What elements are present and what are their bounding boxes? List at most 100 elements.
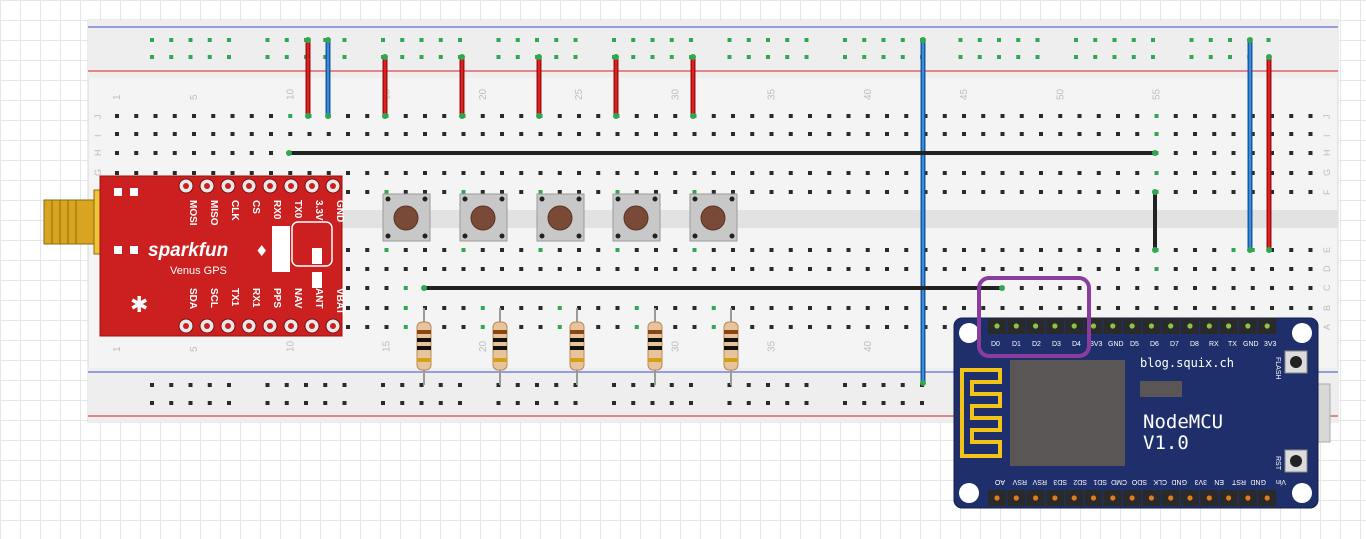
gps-model-label: Venus GPS bbox=[170, 265, 227, 277]
breadboard-hole bbox=[1270, 267, 1274, 271]
nodemcu-pin-label: D3 bbox=[1052, 341, 1061, 348]
nodemcu-pin bbox=[1245, 495, 1251, 501]
breadboard-hole bbox=[442, 267, 447, 271]
rail-hole bbox=[381, 38, 385, 42]
breadboard-hole bbox=[846, 132, 851, 136]
nodemcu-pin-label: TX bbox=[1228, 341, 1237, 348]
breadboard-hole bbox=[1135, 286, 1140, 290]
rail-hole bbox=[438, 383, 443, 387]
breadboard-hole bbox=[750, 171, 755, 175]
breadboard-hole bbox=[577, 171, 581, 175]
gps-pin-label: SDA bbox=[187, 288, 198, 309]
nodemcu-pin-label: RX bbox=[1209, 341, 1219, 348]
breadboard-hole bbox=[673, 171, 678, 175]
rail-hole bbox=[669, 401, 674, 405]
rail-hole bbox=[535, 401, 539, 405]
breadboard-hole bbox=[634, 325, 639, 329]
breadboard-hole bbox=[480, 325, 485, 329]
breadboard-hole bbox=[346, 286, 350, 290]
breadboard-hole bbox=[519, 248, 524, 252]
rail-hole bbox=[573, 55, 578, 59]
rail-hole bbox=[207, 55, 212, 59]
breadboard-hole bbox=[1135, 171, 1140, 175]
breadboard-hole bbox=[1019, 132, 1024, 136]
rail-hole bbox=[766, 401, 770, 405]
breadboard-hole bbox=[557, 171, 562, 175]
breadboard-hole bbox=[403, 171, 408, 175]
rail-hole bbox=[188, 401, 193, 405]
breadboard-hole bbox=[307, 132, 312, 136]
breadboard-hole bbox=[865, 171, 870, 175]
breadboard-hole bbox=[1289, 171, 1294, 175]
nodemcu-pin-label: D8 bbox=[1190, 341, 1199, 348]
breadboard-hole bbox=[1019, 114, 1024, 118]
push-button[interactable] bbox=[382, 193, 431, 242]
push-button[interactable] bbox=[536, 193, 585, 242]
nodemcu-pin-label: D2 bbox=[1032, 341, 1041, 348]
rail-hole bbox=[438, 38, 443, 42]
breadboard-hole bbox=[981, 171, 986, 175]
rail-hole bbox=[265, 55, 270, 59]
nodemcu-pin-label: GND bbox=[1243, 341, 1259, 348]
rail-hole bbox=[227, 38, 231, 42]
nodemcu-pin bbox=[1033, 323, 1039, 329]
breadboard-hole bbox=[1096, 171, 1101, 175]
rail-hole bbox=[1151, 55, 1155, 59]
rail-hole bbox=[746, 38, 751, 42]
rail-hole bbox=[958, 38, 963, 42]
nodemcu-pin bbox=[994, 323, 1000, 329]
breadboard-hole bbox=[500, 171, 504, 175]
breadboard-hole bbox=[1308, 190, 1313, 194]
breadboard-hole bbox=[557, 248, 562, 252]
push-button[interactable] bbox=[689, 193, 738, 242]
rail-hole bbox=[1093, 38, 1098, 42]
push-button[interactable] bbox=[459, 193, 508, 242]
breadboard-hole bbox=[500, 306, 504, 310]
breadboard-hole bbox=[519, 132, 524, 136]
breadboard-hole bbox=[403, 248, 408, 252]
rail-hole bbox=[862, 383, 867, 387]
nodemcu-pin bbox=[1206, 495, 1212, 501]
breadboard-hole bbox=[962, 132, 966, 136]
push-button[interactable] bbox=[612, 193, 661, 242]
nodemcu-pin-headers bbox=[988, 318, 1277, 506]
breadboard-hole bbox=[846, 171, 851, 175]
breadboard-hole bbox=[249, 132, 254, 136]
rail-hole bbox=[612, 401, 616, 405]
breadboard-hole bbox=[692, 306, 697, 310]
breadboard-hole bbox=[500, 190, 504, 194]
breadboard-hole bbox=[846, 325, 851, 329]
nodemcu-pin-label: GND bbox=[1108, 341, 1124, 348]
rail-hole bbox=[342, 38, 347, 42]
breadboard-hole bbox=[500, 267, 504, 271]
breadboard-hole bbox=[962, 114, 966, 118]
breadboard-hole bbox=[1193, 248, 1197, 252]
breadboard-hole bbox=[808, 132, 812, 136]
breadboard-hole bbox=[519, 190, 524, 194]
breadboard-hole bbox=[365, 190, 370, 194]
breadboard-hole bbox=[596, 171, 601, 175]
breadboard-hole bbox=[634, 306, 639, 310]
nodemcu-pin bbox=[1110, 495, 1116, 501]
rail-hole bbox=[342, 55, 347, 59]
breadboard-hole bbox=[1000, 114, 1005, 118]
breadboard-hole bbox=[673, 325, 678, 329]
rail-hole bbox=[727, 38, 732, 42]
breadboard-hole bbox=[346, 248, 350, 252]
rail-hole bbox=[150, 55, 154, 59]
gps-pin-label: CS bbox=[250, 200, 261, 214]
breadboard-hole bbox=[1019, 248, 1024, 252]
breadboard-hole bbox=[808, 306, 812, 310]
nodemcu-pin bbox=[1226, 495, 1232, 501]
breadboard-hole bbox=[288, 114, 293, 118]
breadboard-hole bbox=[384, 171, 389, 175]
breadboard-hole bbox=[942, 171, 947, 175]
breadboard-hole bbox=[1250, 114, 1255, 118]
flash-button[interactable] bbox=[1284, 350, 1308, 374]
breadboard-hole bbox=[750, 267, 755, 271]
breadboard-hole bbox=[1058, 267, 1063, 271]
nodemcu-pin-label: CLK bbox=[1153, 478, 1167, 485]
breadboard-hole bbox=[1116, 132, 1120, 136]
rst-button[interactable] bbox=[1284, 449, 1308, 473]
rst-label: RST bbox=[1274, 456, 1281, 471]
